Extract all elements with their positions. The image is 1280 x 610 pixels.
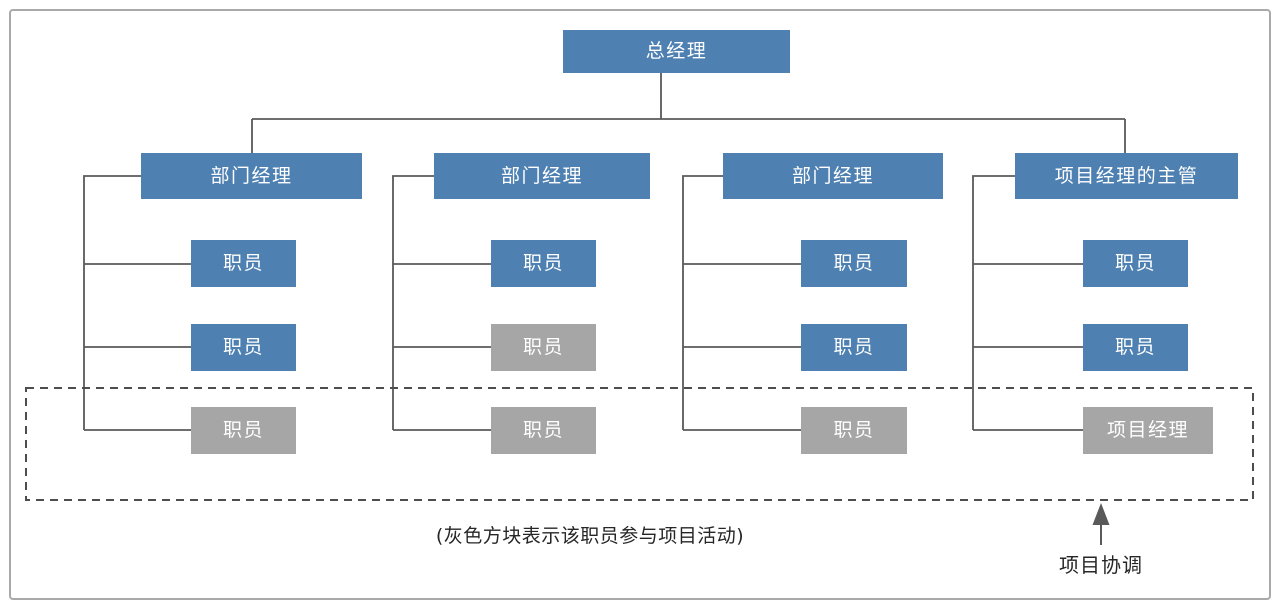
manager-box-4-project-supervisor: 项目经理的主管: [1015, 153, 1238, 199]
staff-box-1-3: 职员: [191, 407, 296, 454]
staff-box-3-1: 职员: [801, 240, 907, 287]
root-connector: [251, 73, 1126, 153]
staff-box-2-2: 职员: [491, 324, 596, 371]
figure-border: [9, 9, 1271, 600]
project-manager-box: 项目经理: [1083, 407, 1213, 454]
staff-box-1-1: 职员: [191, 240, 296, 287]
column1-connectors: [83, 175, 191, 431]
column2-connectors: [392, 175, 491, 431]
staff-box-2-1: 职员: [491, 240, 596, 287]
up-arrow-icon: [1092, 503, 1110, 545]
gray-box-legend-caption: (灰色方块表示该职员参与项目活动): [435, 525, 745, 547]
manager-box-2: 部门经理: [434, 153, 650, 199]
column4-connectors: [972, 175, 1083, 431]
staff-box-4-1: 职员: [1083, 240, 1188, 287]
staff-box-4-2: 职员: [1083, 324, 1188, 371]
manager-box-3: 部门经理: [723, 153, 943, 199]
project-boundary-dashed-rect: [25, 387, 1254, 501]
project-coordination-label: 项目协调: [1059, 553, 1143, 577]
column3-connectors: [682, 175, 801, 431]
staff-box-2-3: 职员: [491, 407, 596, 454]
staff-box-3-3: 职员: [801, 407, 907, 454]
staff-box-3-2: 职员: [801, 324, 907, 371]
manager-box-1: 部门经理: [141, 153, 362, 199]
root-box-general-manager: 总经理: [563, 30, 790, 73]
staff-box-1-2: 职员: [191, 324, 296, 371]
